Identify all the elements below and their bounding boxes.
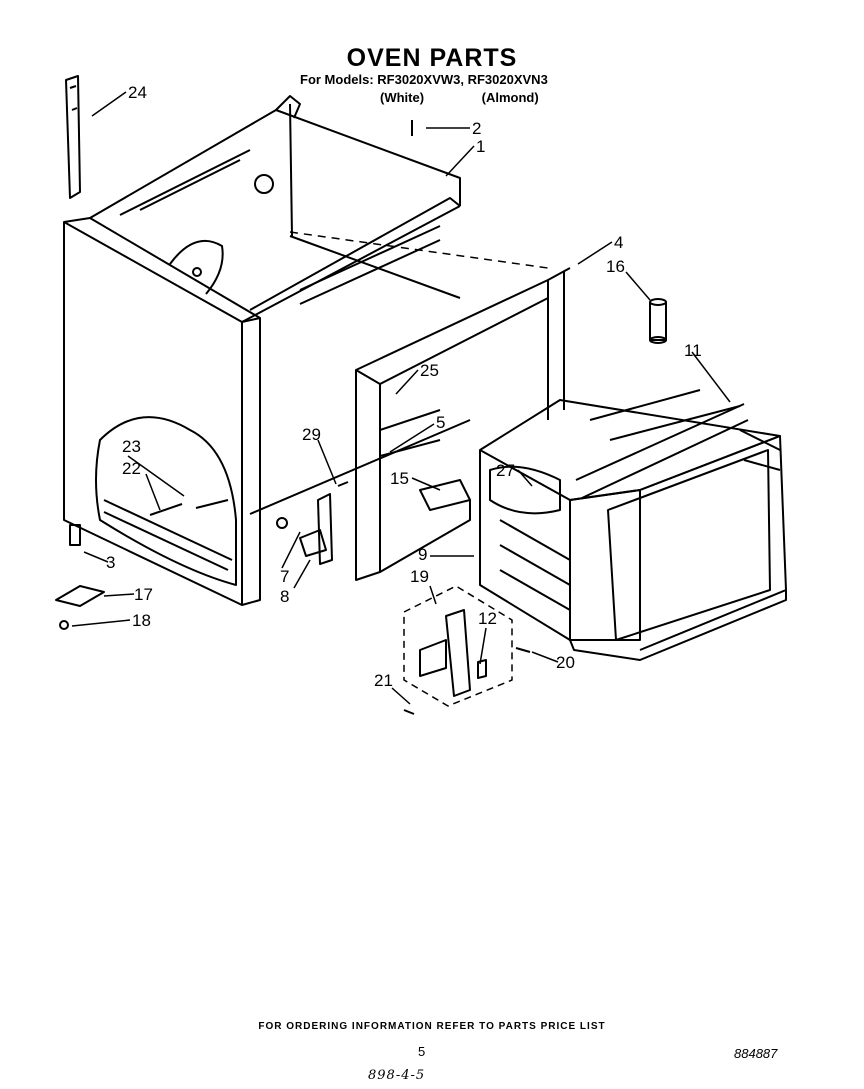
callout-3: 3 bbox=[106, 553, 115, 572]
callout-2: 2 bbox=[472, 119, 481, 138]
callout-17: 17 bbox=[134, 585, 153, 604]
callout-24: 24 bbox=[128, 83, 147, 102]
callout-1: 1 bbox=[476, 137, 485, 156]
parts-7-8-hardware bbox=[276, 493, 333, 565]
callout-11: 11 bbox=[684, 341, 702, 360]
handwritten-note: 898-4-5 bbox=[368, 1068, 426, 1083]
variant-white-label: (White) bbox=[380, 90, 425, 105]
callout-29: 29 bbox=[302, 425, 321, 444]
page-number: 5 bbox=[418, 1044, 426, 1059]
part-9-oven-cavity bbox=[479, 389, 787, 661]
part-29-fastener bbox=[337, 481, 349, 487]
variant-almond-label: (Almond) bbox=[481, 90, 539, 105]
callout-9: 9 bbox=[418, 545, 427, 564]
callout-labels: 24 2 1 4 16 11 25 5 29 23 22 27 15 9 7 1… bbox=[106, 83, 702, 690]
callout-27: 27 bbox=[496, 461, 515, 480]
variant-labels: (White) (Almond) bbox=[380, 90, 539, 105]
callout-5: 5 bbox=[436, 413, 445, 432]
callout-25: 25 bbox=[420, 361, 439, 380]
part-19-assembly bbox=[403, 585, 513, 707]
part-21-nut bbox=[403, 709, 415, 715]
part-16-tube bbox=[649, 298, 667, 344]
part-20-screw bbox=[515, 647, 531, 653]
callout-20: 20 bbox=[556, 653, 575, 672]
callout-22: 22 bbox=[122, 459, 141, 478]
part-24-side-trim bbox=[65, 75, 81, 199]
page-title: OVEN PARTS bbox=[346, 44, 518, 72]
callout-23: 23 bbox=[122, 437, 141, 456]
callout-21: 21 bbox=[374, 671, 393, 690]
callout-7: 7 bbox=[280, 567, 289, 586]
callout-8: 8 bbox=[280, 587, 289, 606]
callout-4: 4 bbox=[614, 233, 623, 252]
part-4-oven-frame bbox=[289, 231, 571, 581]
callout-19: 19 bbox=[410, 567, 429, 586]
leader-lines bbox=[71, 91, 731, 705]
models-line: For Models: RF3020XVW3, RF3020XVN3 bbox=[300, 72, 548, 87]
parts-3-17-18 bbox=[55, 524, 105, 630]
part-1-cabinet bbox=[63, 95, 471, 606]
ordering-note: FOR ORDERING INFORMATION REFER TO PARTS … bbox=[258, 1021, 606, 1032]
callout-12: 12 bbox=[478, 609, 497, 628]
callout-18: 18 bbox=[132, 611, 151, 630]
part-12-bracket bbox=[419, 609, 487, 697]
callout-15: 15 bbox=[390, 469, 409, 488]
part-15-bracket bbox=[419, 479, 471, 511]
callout-16: 16 bbox=[606, 257, 625, 276]
document-number: 884887 bbox=[734, 1046, 778, 1061]
